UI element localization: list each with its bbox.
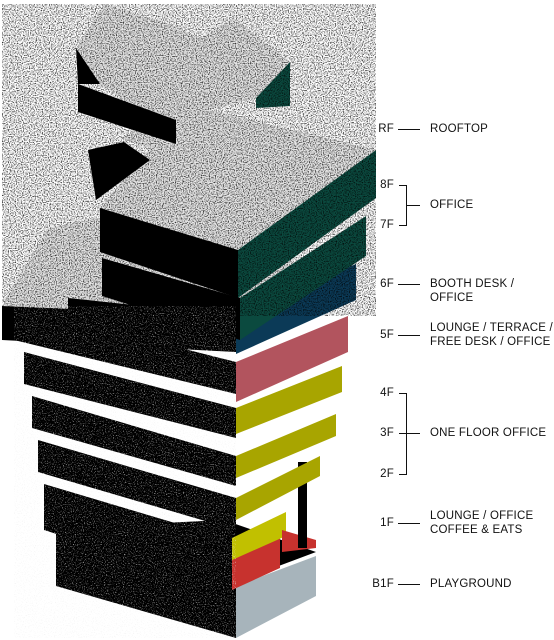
- slab-5f-front: [236, 316, 348, 402]
- slab-6f-front: [236, 264, 356, 354]
- pillar: [298, 462, 307, 548]
- use-label-one-floor: ONE FLOOR OFFICE: [430, 427, 547, 439]
- use-label-booth-1: BOOTH DESK /: [430, 278, 515, 290]
- use-label-office: OFFICE: [430, 199, 474, 211]
- leader-rf: [398, 129, 420, 130]
- slab-b1f-front: [236, 556, 316, 638]
- floor-label-6f: 6F: [380, 278, 394, 290]
- use-label-lounge1-1: LOUNGE / OFFICE: [430, 510, 534, 522]
- slab-1f-front-red: [232, 534, 280, 590]
- bracket-8f-7f-out: [406, 205, 420, 206]
- floor-label-b1f: B1F: [372, 578, 394, 590]
- floor-label-2f: 2F: [380, 468, 394, 480]
- bracket-3f-tick: [399, 433, 407, 434]
- leader-6f: [398, 284, 420, 285]
- slab-2f-front: [236, 456, 320, 520]
- floor-label-rf: RF: [378, 123, 394, 135]
- bracket-4f-2f-t: [399, 393, 407, 394]
- use-label-playground: PLAYGROUND: [430, 578, 512, 590]
- slab-3f-front: [236, 414, 336, 478]
- slab-8f-notch: [88, 142, 150, 200]
- floor-label-5f: 5F: [380, 329, 394, 341]
- floor-label-8f: 8F: [380, 179, 394, 191]
- use-label-rooftop: ROOFTOP: [430, 123, 489, 135]
- bracket-8f-7f: [399, 185, 407, 186]
- speckle-overlay: [2, 4, 376, 316]
- use-label-lounge5-2: FREE DESK / OFFICE: [430, 336, 551, 348]
- use-label-lounge1-2: COFFEE & EATS: [430, 524, 523, 536]
- floor-label-1f: 1F: [380, 517, 394, 529]
- speckle-dark-overlay: [14, 306, 236, 638]
- floor-label-7f: 7F: [380, 219, 394, 231]
- slab-1f-front: [232, 512, 286, 560]
- leader-b1f: [398, 584, 420, 585]
- bracket-4f-2f-out: [406, 433, 420, 434]
- floor-label-4f: 4F: [380, 387, 394, 399]
- slab-rf-front: [256, 62, 290, 108]
- bracket-4f-2f-b: [399, 474, 407, 475]
- use-label-lounge5-1: LOUNGE / TERRACE /: [430, 322, 553, 334]
- floor-label-3f: 3F: [380, 427, 394, 439]
- leader-1f: [398, 523, 420, 524]
- bracket-8f-7f-b: [399, 225, 407, 226]
- slab-4f-front: [236, 366, 342, 434]
- leader-5f: [398, 335, 420, 336]
- use-label-booth-2: OFFICE: [430, 292, 474, 304]
